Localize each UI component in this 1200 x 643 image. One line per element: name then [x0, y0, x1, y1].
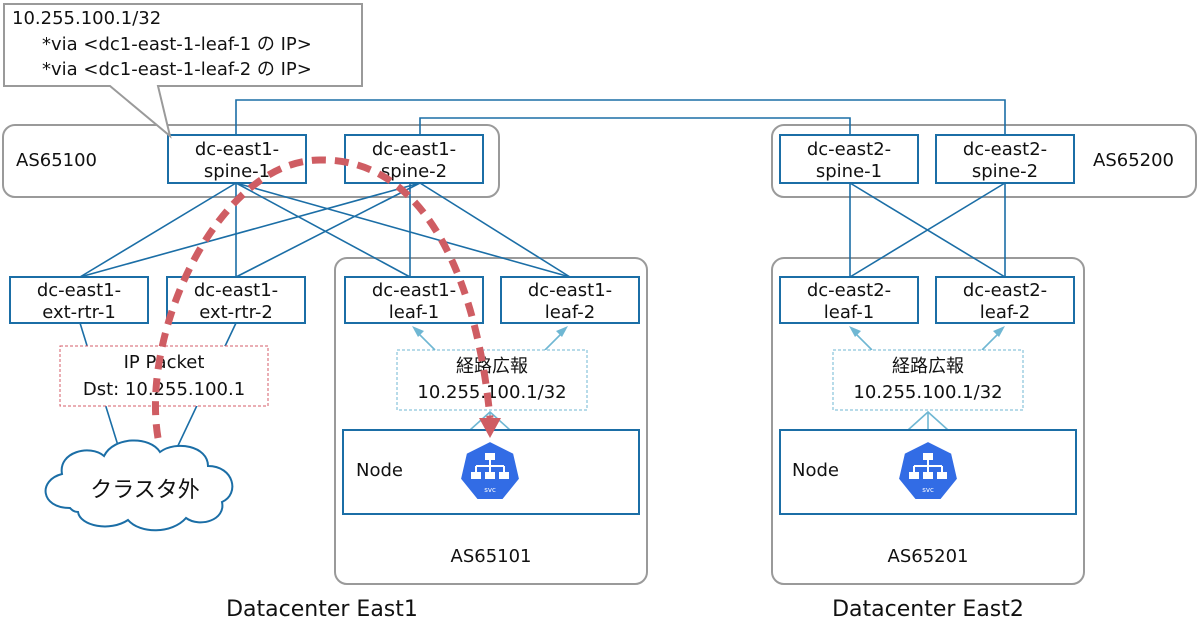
node-dc2-spine-1: dc-east2- spine-1: [779, 134, 919, 184]
callout-line2: *via <dc1-east-1-leaf-1 の IP>: [42, 34, 312, 55]
node-dc2-leaf1-l1: dc-east2-: [807, 280, 891, 301]
link-s1-leaf2: [235, 182, 571, 278]
callout-line3: *via <dc1-east-1-leaf-2 の IP>: [42, 59, 312, 80]
node-dc2-leaf-1: dc-east2- leaf-1: [779, 276, 919, 324]
link-s2-leaf2: [419, 182, 571, 278]
node-dc2-leaf2-l2: leaf-2: [980, 302, 1030, 323]
node-dc1-leaf-2: dc-east1- leaf-2: [500, 276, 640, 324]
node-dc1-ext-rtr-1: dc-east1- ext-rtr-1: [9, 276, 149, 324]
node-dc2-leaf-2: dc-east2- leaf-2: [935, 276, 1075, 324]
node-dc1-spine-1: dc-east1- spine-1: [167, 134, 307, 184]
dc2-node-label: Node: [792, 460, 839, 481]
node-dc1-leaf1-l1: dc-east1-: [372, 280, 456, 301]
dc2-advert-box: [832, 349, 1024, 411]
node-dc1-leaf2-l2: leaf-2: [545, 302, 595, 323]
kubernetes-svc-icon: svc: [896, 439, 960, 501]
node-dc1-ext-rtr-2: dc-east1- ext-rtr-2: [166, 276, 306, 324]
as65200-label: AS65200: [1093, 150, 1174, 171]
node-dc2-leaf2-l1: dc-east2-: [963, 280, 1047, 301]
kubernetes-svc-icon: svc: [458, 439, 522, 501]
node-dc1-leaf2-l1: dc-east1-: [528, 280, 612, 301]
external-cloud: [44, 439, 234, 532]
link-e2s2-leaf1: [849, 182, 1006, 278]
datacenter-east2-label: Datacenter East2: [832, 597, 1024, 622]
svc-icon-text: svc: [484, 486, 496, 494]
node-dc2-spine-1-l2: spine-1: [816, 161, 882, 182]
callout-line1: 10.255.100.1/32: [12, 8, 161, 29]
dc2-advert-title: 経路広報: [892, 356, 964, 377]
node-dc1-spine-1-l2: spine-1: [204, 161, 270, 182]
dc2-advert-prefix: 10.255.100.1/32: [853, 382, 1002, 403]
ip-packet-title: IP Packet: [124, 352, 205, 373]
dc1-advert-prefix: 10.255.100.1/32: [417, 382, 566, 403]
node-dc1-leaf1-l2: leaf-1: [389, 302, 439, 323]
ip-packet-dst: Dst: 10.255.100.1: [83, 379, 245, 400]
node-dc2-spine-1-l1: dc-east2-: [807, 139, 891, 160]
as65201-label: AS65201: [888, 546, 969, 567]
dc1-advert-title: 経路広報: [456, 356, 528, 377]
dc2-advert-arrows: [849, 326, 1005, 431]
node-dc1-spine-1-l1: dc-east1-: [195, 139, 279, 160]
link-s2-ext2: [235, 182, 421, 278]
link-s1-ext1: [79, 182, 237, 278]
node-dc1-spine-2-l1: dc-east1-: [372, 139, 456, 160]
link-s2-ext1: [79, 182, 421, 278]
node-dc1-ext2-l1: dc-east1-: [194, 280, 278, 301]
node-dc1-ext2-l2: ext-rtr-2: [199, 302, 273, 323]
packet-path-arrowhead: [479, 418, 501, 438]
node-dc1-ext1-l1: dc-east1-: [37, 280, 121, 301]
datacenter-east1-label: Datacenter East1: [226, 597, 418, 622]
node-dc1-spine-2-l2: spine-2: [381, 161, 447, 182]
ip-packet-box: [59, 345, 269, 407]
cloud-label: クラスタ外: [90, 478, 200, 503]
as65100-label: AS65100: [16, 150, 97, 171]
node-dc2-spine-2-l2: spine-2: [972, 161, 1038, 182]
packet-path: [151, 156, 494, 439]
dc1-node-label: Node: [356, 460, 403, 481]
link-s1-leaf1: [235, 182, 411, 278]
node-dc2-leaf1-l2: leaf-1: [824, 302, 874, 323]
node-dc2-spine-2-l1: dc-east2-: [963, 139, 1047, 160]
dc1-advert-arrows: [412, 326, 568, 431]
node-dc1-ext1-l2: ext-rtr-1: [42, 302, 116, 323]
inter-dc-link-1: [235, 99, 1006, 135]
route-table-callout: [3, 3, 363, 139]
node-dc2-spine-2: dc-east2- spine-2: [935, 134, 1075, 184]
node-dc1-spine-2: dc-east1- spine-2: [344, 134, 484, 184]
dc1-advert-box: [396, 349, 588, 411]
svc-icon-text: svc: [922, 486, 934, 494]
inter-dc-link-2: [419, 117, 851, 135]
as65101-label: AS65101: [451, 546, 532, 567]
